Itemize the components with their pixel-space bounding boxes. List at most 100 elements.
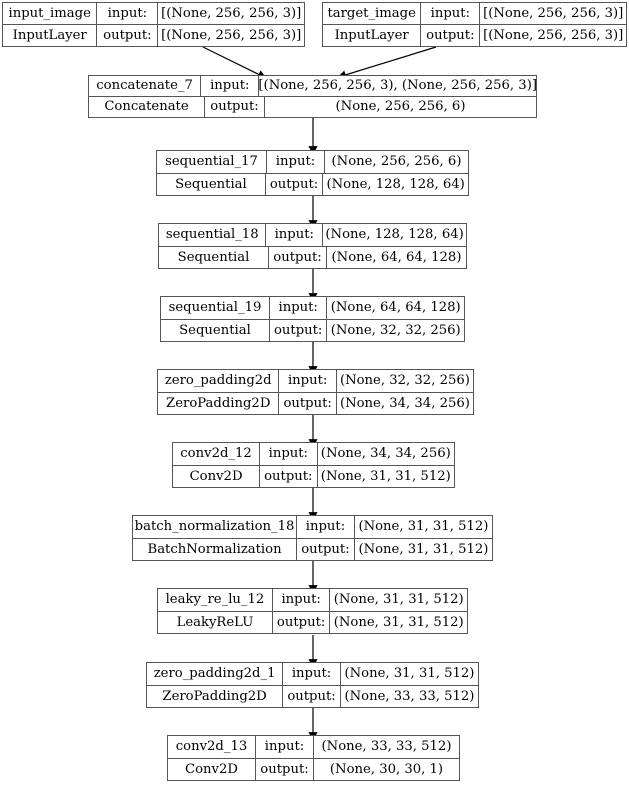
node-output-label: output: [279,392,337,414]
node-conv2d-12[interactable]: conv2d_12 input: (None, 34, 34, 256) Con… [172,442,455,488]
node-name-label: leaky_re_lu_12 [158,589,273,611]
node-input-label: input: [421,3,481,24]
node-output-shape: (None, 31, 31, 512) [320,468,451,484]
node-row-input: zero_padding2d_1 input: (None, 31, 31, 5… [147,663,478,686]
node-class-label: InputLayer [3,25,98,46]
node-output-shape: (None, 31, 31, 512) [333,614,464,630]
node-leaky-re-lu-12[interactable]: leaky_re_lu_12 input: (None, 31, 31, 512… [157,588,468,634]
node-name-label: sequential_19 [161,297,270,319]
node-class-label: Sequential [161,319,270,341]
node-input-label: input: [260,443,318,465]
node-output-shape: [(None, 256, 256, 3)] [483,27,624,43]
node-class-label: Concatenate [89,97,205,117]
node-output-shape: (None, 33, 33, 512) [344,688,475,704]
node-input-image[interactable]: input_image input: [(None, 256, 256, 3)]… [2,2,305,47]
node-conv2d-13[interactable]: conv2d_13 input: (None, 33, 33, 512) Con… [167,735,460,781]
node-output-shape: (None, 32, 32, 256) [330,322,461,338]
node-row-output: Sequential output: (None, 128, 128, 64) [157,173,468,195]
node-row-output: InputLayer output: [(None, 256, 256, 3)] [3,25,304,46]
node-class-label: LeakyReLU [158,611,273,633]
node-row-input: leaky_re_lu_12 input: (None, 31, 31, 512… [158,589,467,612]
node-output-shape: (None, 256, 256, 6) [335,99,466,115]
node-input-shape: (None, 31, 31, 512) [344,666,475,682]
node-row-output: Conv2D output: (None, 30, 30, 1) [168,758,459,780]
node-output-label: output: [97,25,159,46]
node-row-output: BatchNormalization output: (None, 31, 31… [133,538,492,560]
node-input-shape: (None, 33, 33, 512) [321,739,452,755]
node-input-label: input: [267,151,325,173]
node-row-input: concatenate_7 input: [(None, 256, 256, 3… [89,76,536,97]
node-sequential-17[interactable]: sequential_17 input: (None, 256, 256, 6)… [156,150,469,196]
node-row-input: zero_padding2d input: (None, 32, 32, 256… [158,370,473,393]
node-output-label: output: [273,611,331,633]
node-name-label: concatenate_7 [89,76,202,96]
node-input-shape: (None, 31, 31, 512) [333,592,464,608]
node-row-output: Conv2D output: (None, 31, 31, 512) [173,465,454,487]
node-class-label: Conv2D [173,465,261,487]
node-output-label: output: [297,538,355,560]
node-class-label: Sequential [159,246,269,268]
node-input-shape: (None, 31, 31, 512) [358,519,489,535]
edge-target-image-to-concatenate [337,46,437,80]
node-name-label: sequential_17 [157,151,267,173]
node-concatenate-7[interactable]: concatenate_7 input: [(None, 256, 256, 3… [88,75,537,118]
node-zero-padding2d-1[interactable]: zero_padding2d_1 input: (None, 31, 31, 5… [146,662,479,708]
node-name-label: sequential_18 [159,224,267,246]
node-input-shape: [(None, 256, 256, 3), (None, 256, 256, 3… [259,78,537,94]
node-input-shape: (None, 64, 64, 128) [330,300,461,316]
node-class-label: ZeroPadding2D [147,685,284,707]
node-class-label: ZeroPadding2D [158,392,280,414]
node-output-shape: [(None, 256, 256, 3)] [161,27,302,43]
node-output-label: output: [270,319,328,341]
node-input-shape: [(None, 256, 256, 3)] [483,5,624,21]
node-input-label: input: [283,663,341,685]
node-row-input: target_image input: [(None, 256, 256, 3)… [323,3,626,25]
node-output-label: output: [205,97,265,117]
node-row-output: ZeroPadding2D output: (None, 34, 34, 256… [158,392,473,414]
node-input-label: input: [97,3,159,24]
node-row-input: sequential_19 input: (None, 64, 64, 128) [161,297,464,320]
node-row-input: sequential_17 input: (None, 256, 256, 6) [157,151,468,174]
node-input-label: input: [273,589,331,611]
node-output-label: output: [256,758,314,780]
node-name-label: zero_padding2d_1 [147,663,284,685]
node-batch-normalization-18[interactable]: batch_normalization_18 input: (None, 31,… [132,515,493,561]
node-input-shape: (None, 128, 128, 64) [325,227,464,243]
node-row-output: Sequential output: (None, 64, 64, 128) [159,246,466,268]
node-output-shape: (None, 64, 64, 128) [331,249,462,265]
node-input-label: input: [270,297,328,319]
node-class-label: Sequential [157,173,266,195]
node-name-label: zero_padding2d [158,370,280,392]
edge-input-image-to-concatenate [202,46,267,79]
node-row-output: InputLayer output: [(None, 256, 256, 3)] [323,25,626,46]
node-row-output: Sequential output: (None, 32, 32, 256) [161,319,464,341]
node-input-label: input: [297,516,355,538]
node-sequential-18[interactable]: sequential_18 input: (None, 128, 128, 64… [158,223,467,269]
node-output-label: output: [421,25,481,46]
node-output-label: output: [269,246,327,268]
node-row-input: conv2d_13 input: (None, 33, 33, 512) [168,736,459,759]
node-input-label: input: [266,224,324,246]
node-name-label: input_image [3,3,98,24]
node-output-shape: (None, 128, 128, 64) [326,176,465,192]
node-input-label: input: [256,736,314,758]
node-zero-padding2d[interactable]: zero_padding2d input: (None, 32, 32, 256… [157,369,474,415]
node-output-shape: (None, 31, 31, 512) [358,541,489,557]
node-name-label: target_image [323,3,422,24]
node-row-input: batch_normalization_18 input: (None, 31,… [133,516,492,539]
node-input-shape: (None, 34, 34, 256) [320,446,451,462]
node-input-label: input: [201,76,260,96]
node-row-input: conv2d_12 input: (None, 34, 34, 256) [173,443,454,466]
node-name-label: conv2d_12 [173,443,261,465]
node-output-label: output: [266,173,324,195]
node-row-output: Concatenate output: (None, 256, 256, 6) [89,97,536,117]
node-target-image[interactable]: target_image input: [(None, 256, 256, 3)… [322,2,627,47]
node-sequential-19[interactable]: sequential_19 input: (None, 64, 64, 128)… [160,296,465,342]
node-output-label: output: [260,465,318,487]
node-output-shape: (None, 34, 34, 256) [339,395,470,411]
node-input-shape: (None, 256, 256, 6) [331,154,462,170]
node-row-input: input_image input: [(None, 256, 256, 3)] [3,3,304,25]
node-name-label: batch_normalization_18 [133,516,298,538]
node-row-input: sequential_18 input: (None, 128, 128, 64… [159,224,466,247]
